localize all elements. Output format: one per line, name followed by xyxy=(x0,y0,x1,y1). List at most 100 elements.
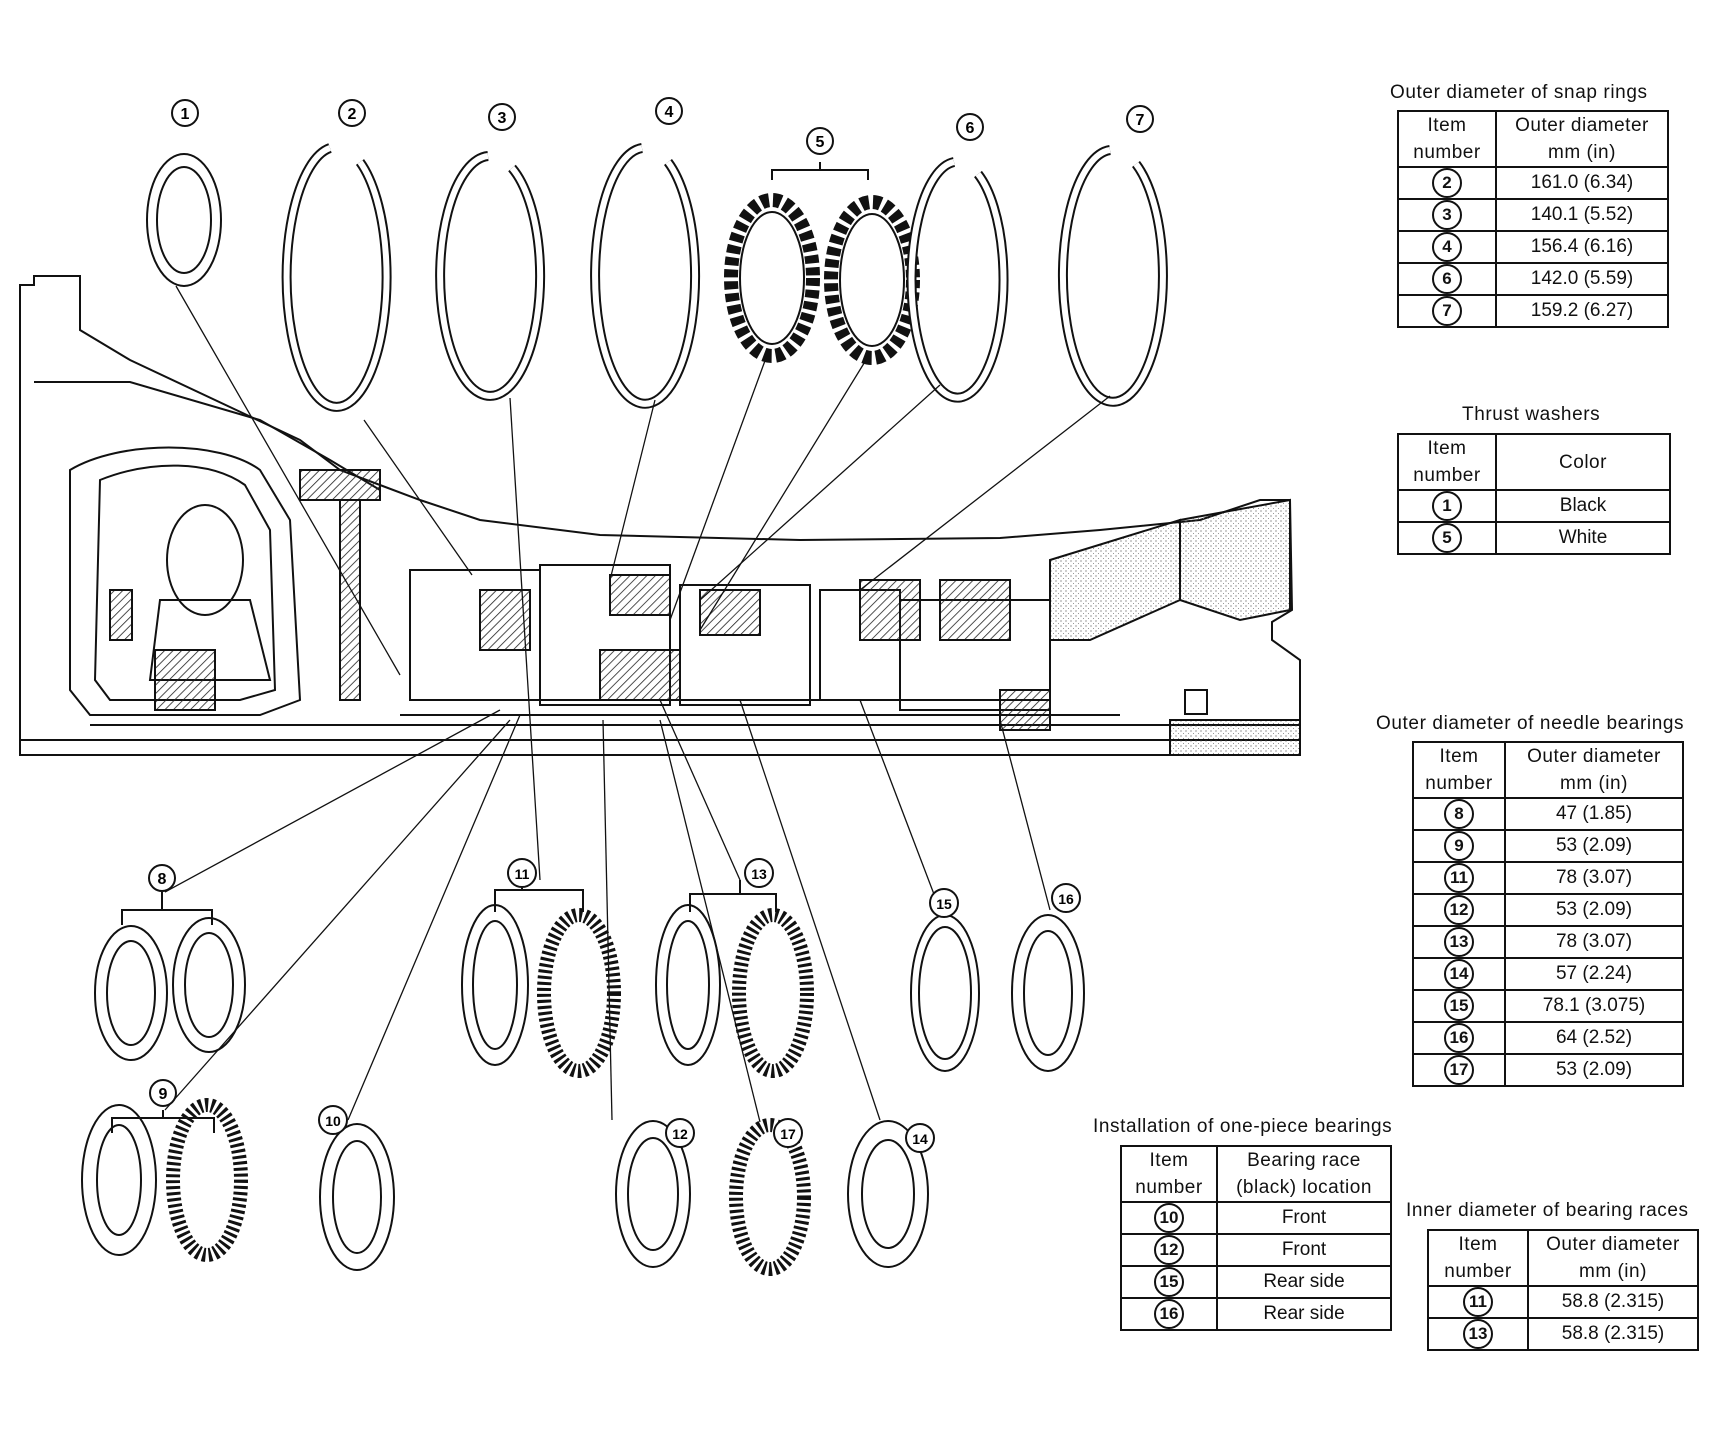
bearing-16 xyxy=(1011,914,1085,1072)
value-cell: 58.8 (2.315) xyxy=(1527,1285,1699,1319)
callout-1: 1 xyxy=(171,99,199,127)
value-cell: 53 (2.09) xyxy=(1504,829,1684,863)
callout-3: 3 xyxy=(488,103,516,131)
svg-text:15: 15 xyxy=(936,896,952,912)
callout-12: 12 xyxy=(665,1118,695,1148)
item-number-cell: 9 xyxy=(1412,829,1506,863)
header-text: Item xyxy=(1149,1150,1189,1171)
item-number-badge: 14 xyxy=(1444,959,1474,989)
callout-16: 16 xyxy=(1051,883,1081,913)
exploded-parts xyxy=(81,143,1168,1276)
value-cell: 58.8 (2.315) xyxy=(1527,1317,1699,1351)
snap-rings-title: Outer diameter of snap rings xyxy=(1390,82,1648,103)
svg-text:16: 16 xyxy=(1058,891,1074,907)
value-cell: Front xyxy=(1216,1201,1392,1235)
item-number-badge: 12 xyxy=(1444,895,1474,925)
item-number-badge: 9 xyxy=(1444,831,1474,861)
item-number-cell: 13 xyxy=(1412,925,1506,959)
value-cell: 156.4 (6.16) xyxy=(1495,230,1669,264)
svg-text:12: 12 xyxy=(672,1126,688,1142)
item-number-badge: 8 xyxy=(1444,799,1474,829)
value-cell: 78 (3.07) xyxy=(1504,925,1684,959)
value-cell: Rear side xyxy=(1216,1297,1392,1331)
thrust-washers-title: Thrust washers xyxy=(1462,404,1601,425)
item-number-badge: 6 xyxy=(1432,264,1462,294)
item-number-cell: 2 xyxy=(1397,166,1497,200)
bearing-15 xyxy=(910,914,980,1072)
callout-6: 6 xyxy=(956,113,984,141)
svg-text:2: 2 xyxy=(348,106,357,123)
value-cell: Black xyxy=(1495,489,1671,523)
callout-4: 4 xyxy=(655,97,683,125)
item-number-badge: 7 xyxy=(1432,296,1462,326)
svg-text:9: 9 xyxy=(159,1086,168,1103)
value-cell: 57 (2.24) xyxy=(1504,957,1684,991)
leader-lines xyxy=(164,285,1111,1123)
header-item-number: Item number xyxy=(1397,433,1497,491)
header-text: Item xyxy=(1458,1234,1498,1255)
item-number-badge: 13 xyxy=(1463,1319,1493,1349)
svg-text:6: 6 xyxy=(966,120,975,137)
item-number-badge: 5 xyxy=(1432,523,1462,553)
callout-14: 14 xyxy=(905,1123,935,1153)
table-row: 14 57 (2.24) xyxy=(1412,957,1684,991)
item-number-badge: 10 xyxy=(1154,1203,1184,1233)
callout-15: 15 xyxy=(929,888,959,918)
needle-bearings-title: Outer diameter of needle bearings xyxy=(1376,713,1685,734)
header-text: Item xyxy=(1439,746,1479,767)
item-number-cell: 13 xyxy=(1427,1317,1529,1351)
svg-text:10: 10 xyxy=(325,1113,341,1129)
header-text: number xyxy=(1413,142,1481,163)
svg-text:3: 3 xyxy=(498,110,507,127)
svg-text:1: 1 xyxy=(181,106,190,123)
thrust-washer-5b xyxy=(824,195,920,365)
value-cell: 78 (3.07) xyxy=(1504,861,1684,895)
table-row: 16 64 (2.52) xyxy=(1412,1021,1684,1055)
value-cell: 140.1 (5.52) xyxy=(1495,198,1669,232)
callout-11: 11 xyxy=(507,858,537,888)
header-color: Color xyxy=(1495,433,1671,491)
needle-bearing-8b xyxy=(172,917,246,1053)
needle-bearing-13 xyxy=(732,908,814,1078)
value-cell: 53 (2.09) xyxy=(1504,893,1684,927)
item-number-badge: 11 xyxy=(1463,1287,1493,1317)
header-text: number xyxy=(1135,1177,1203,1198)
header-bearing-race-location: Bearing race (black) location xyxy=(1216,1145,1392,1203)
header-text: Outer diameter xyxy=(1546,1234,1680,1255)
one-piece-bearings-table: Item number Bearing race (black) locatio… xyxy=(1120,1145,1392,1331)
item-number-badge: 3 xyxy=(1432,200,1462,230)
table-row: 9 53 (2.09) xyxy=(1412,829,1684,863)
item-number-badge: 1 xyxy=(1432,491,1462,521)
item-number-badge: 16 xyxy=(1444,1023,1474,1053)
header-text: Bearing race xyxy=(1247,1150,1361,1171)
item-number-cell: 17 xyxy=(1412,1053,1506,1087)
item-number-cell: 16 xyxy=(1120,1297,1218,1331)
header-text: Item xyxy=(1427,438,1467,459)
item-number-badge: 4 xyxy=(1432,232,1462,262)
value-cell: 64 (2.52) xyxy=(1504,1021,1684,1055)
svg-text:14: 14 xyxy=(912,1131,928,1147)
value-cell: 53 (2.09) xyxy=(1504,1053,1684,1087)
bearing-14 xyxy=(847,1120,929,1268)
callout-7: 7 xyxy=(1126,105,1154,133)
svg-text:7: 7 xyxy=(1136,112,1145,129)
value-cell: 161.0 (6.34) xyxy=(1495,166,1669,200)
svg-text:17: 17 xyxy=(780,1126,796,1142)
table-header-row: Item number Outer diameter mm (in) xyxy=(1397,110,1669,168)
header-text: Color xyxy=(1559,451,1607,473)
item-number-badge: 16 xyxy=(1154,1299,1184,1329)
item-number-cell: 3 xyxy=(1397,198,1497,232)
